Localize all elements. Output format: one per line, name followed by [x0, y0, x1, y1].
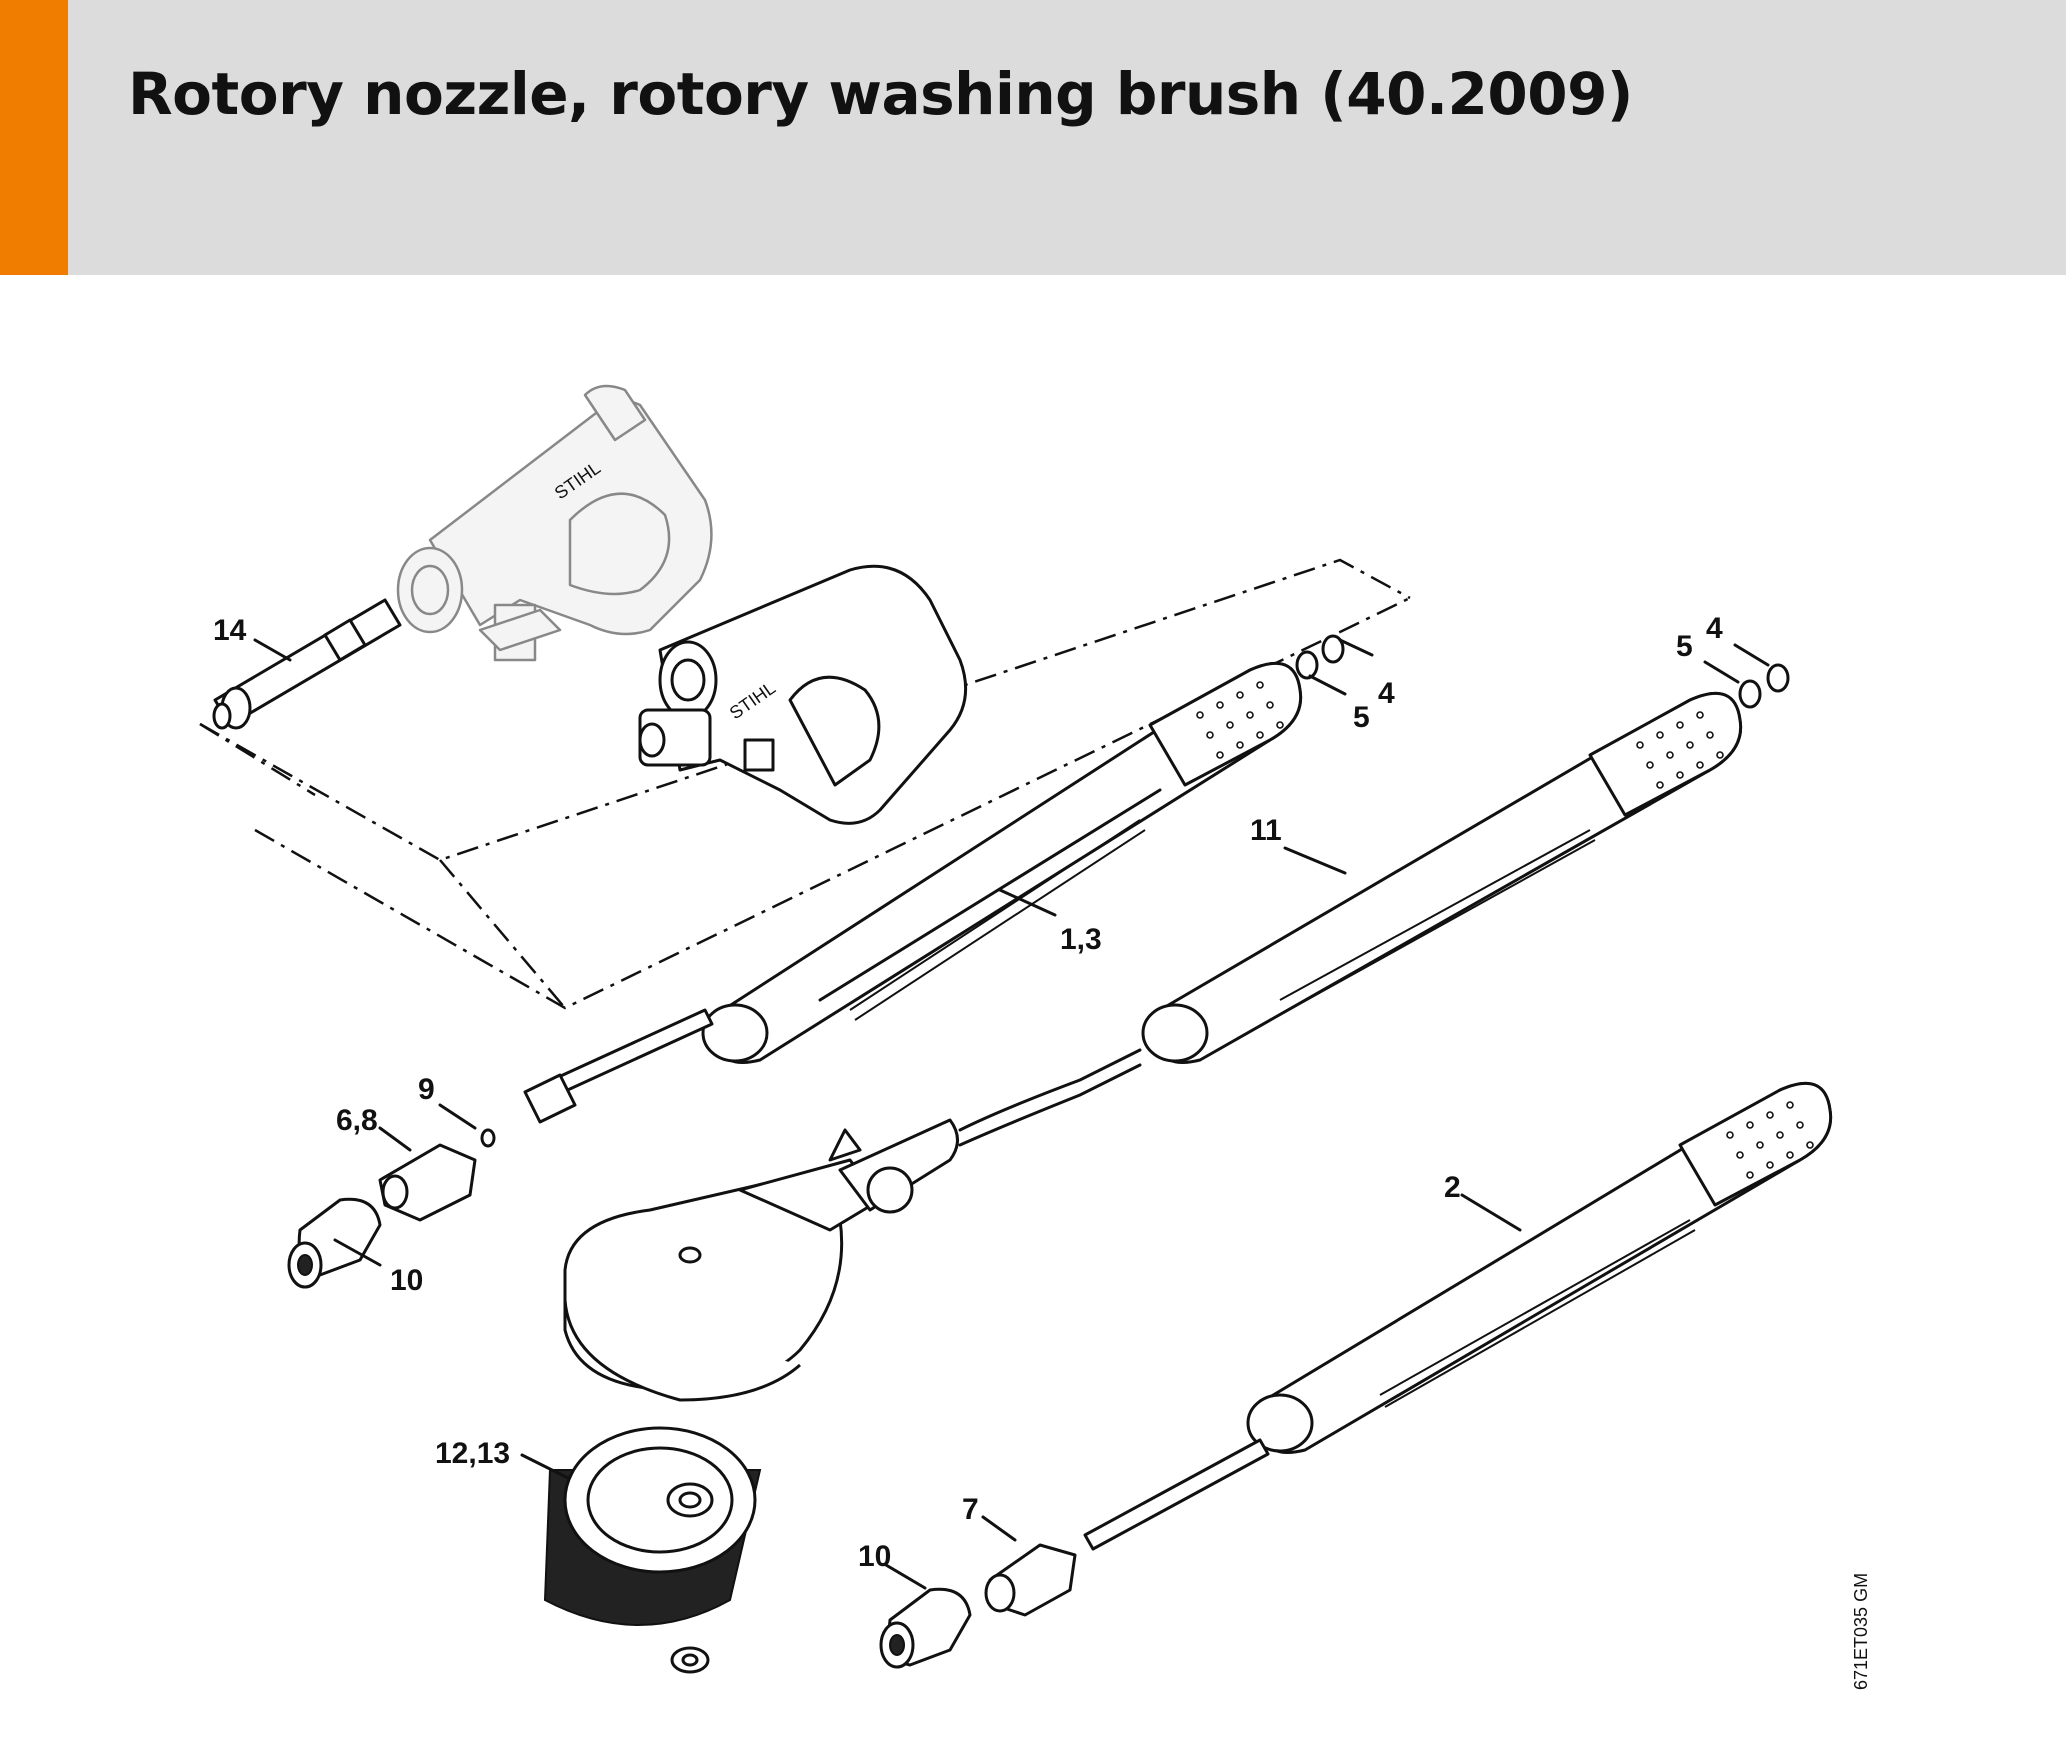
brush-housing — [563, 1118, 959, 1402]
spray-lance-11 — [958, 691, 1743, 1147]
spray-lance-2 — [1083, 1081, 1833, 1551]
seal-rings-lance-1 — [1295, 634, 1345, 680]
seal-rings-lance-2 — [1738, 663, 1790, 709]
callout-4-a: 4 — [1378, 677, 1395, 710]
callout-9: 9 — [418, 1073, 435, 1106]
callout-11: 11 — [1250, 814, 1282, 847]
header-bar: Rotory nozzle, rotory washing brush (40.… — [0, 0, 2066, 275]
assembly-outline — [199, 558, 1411, 1010]
page-title: Rotory nozzle, rotory washing brush (40.… — [128, 60, 1633, 128]
parts-diagram: STIHL STIHL — [199, 384, 1871, 1690]
callout-14: 14 — [213, 614, 247, 647]
spray-gun-grey: STIHL — [396, 384, 713, 662]
spray-lance-1-3 — [523, 661, 1303, 1124]
callout-labels: 14 4 5 4 5 11 1,3 9 6,8 10 2 12,13 7 10 — [213, 612, 1723, 1573]
adapter-14 — [212, 598, 402, 730]
drawing-code: 671ET035 GM — [1851, 1573, 1871, 1690]
callout-10-b: 10 — [858, 1540, 891, 1573]
rotary-nozzle-lower — [879, 1543, 1077, 1669]
callout-1-3: 1,3 — [1060, 923, 1102, 956]
callout-10-a: 10 — [390, 1264, 423, 1297]
callout-6-8: 6,8 — [336, 1104, 378, 1137]
callout-5-b: 5 — [1676, 630, 1693, 663]
header-accent-strip — [0, 0, 68, 275]
spray-gun: STIHL — [638, 564, 968, 825]
callout-7: 7 — [962, 1493, 979, 1526]
callout-12-13: 12,13 — [435, 1437, 510, 1470]
callout-leaders — [253, 638, 1770, 1590]
callout-2: 2 — [1444, 1171, 1461, 1204]
callout-4-b: 4 — [1706, 612, 1723, 645]
rotary-nozzle-upper — [287, 1128, 496, 1289]
callout-5-a: 5 — [1353, 701, 1370, 734]
wash-brush-12-13 — [543, 1426, 762, 1674]
